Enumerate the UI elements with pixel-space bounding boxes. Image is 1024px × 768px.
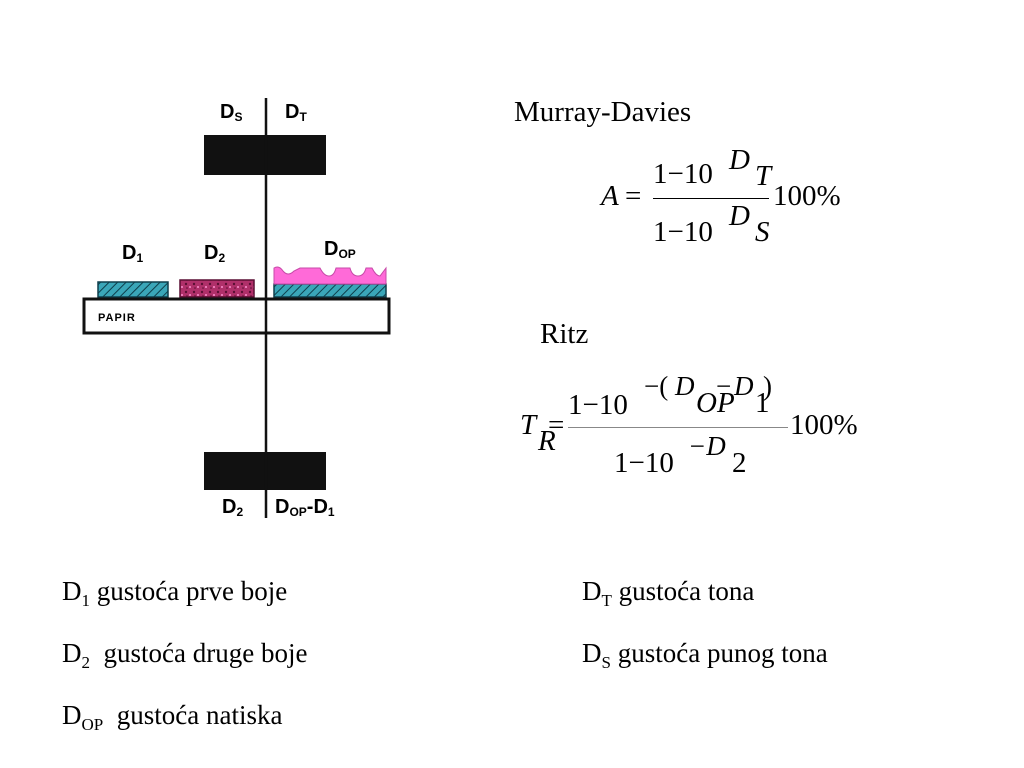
legend-ds: DS gustoća punog tona [582,638,828,672]
d1-ink-layer [97,281,169,298]
ritz-denominator-exp: −D [688,431,726,461]
legend-d2: D2 gustoća druge boje [62,638,308,672]
murray-davies-formula: A = 1−10 D T 1−10 D S 100% [595,140,865,250]
murray-davies-title: Murray-Davies [514,96,692,128]
density-diagram-graphic [82,98,391,518]
density-diagram: DS DT D1 D2 DOP PAPIR D2 DOP-D1 [80,90,400,530]
ritz-numerator-exp-d1-sub: 1 [755,387,770,419]
dop-cyan-layer [273,283,387,298]
ritz-denominator-base: 1−10 [614,447,674,479]
ritz-denominator-exp-sub: 2 [732,447,747,479]
legend-dt: DT gustoća tona [582,576,755,610]
ritz-numerator-exp-dop-sub: OP [696,387,735,419]
label-ds: DS [220,101,243,124]
label-d2-bottom: D2 [222,496,244,519]
label-dop-minus-d1: DOP-D1 [275,496,335,519]
ritz-numerator-exp-dop: D [675,371,695,401]
ritz-formula: T R = 1−10 −( D OP − D 1 ) 1−10 −D 2 100… [518,365,878,485]
ritz-numerator-exp-open: −( [644,371,669,401]
label-dt: DT [285,101,307,124]
ritz-fraction-bar [568,427,788,428]
label-d2: D2 [204,242,226,265]
label-d1: D1 [122,242,144,265]
legend-dop: DOP gustoća natiska [62,700,283,734]
md-denominator-exp: D [729,200,750,232]
md-numerator-base: 1−10 [653,158,713,190]
md-numerator-exp: D [729,144,750,176]
md-equals: = [625,180,642,212]
paper-substrate [82,297,391,335]
md-fraction-bar [653,198,769,199]
label-papir: PAPIR [98,312,136,324]
d2-ink-layer [179,279,255,298]
ritz-numerator-exp-minus: − [716,371,732,401]
md-denominator-exp-sub: S [755,216,770,248]
md-denominator-base: 1−10 [653,216,713,248]
dop-pink-layer [273,266,387,285]
md-factor: 100% [773,180,841,212]
ritz-title: Ritz [540,318,589,350]
legend-d1: D1 gustoća prve boje [62,576,288,610]
md-lhs: A [601,180,619,212]
md-numerator-exp-sub: T [755,160,772,192]
ritz-numerator-exp-close: ) [763,371,772,401]
ritz-lhs-sub: R [538,425,556,457]
ritz-numerator-exp-d1: D [734,371,754,401]
label-dop: DOP [324,238,356,261]
ritz-numerator-base: 1−10 [568,389,628,421]
ritz-lhs: T [520,409,537,441]
ritz-equals: = [548,409,565,441]
ritz-factor: 100% [790,409,858,441]
